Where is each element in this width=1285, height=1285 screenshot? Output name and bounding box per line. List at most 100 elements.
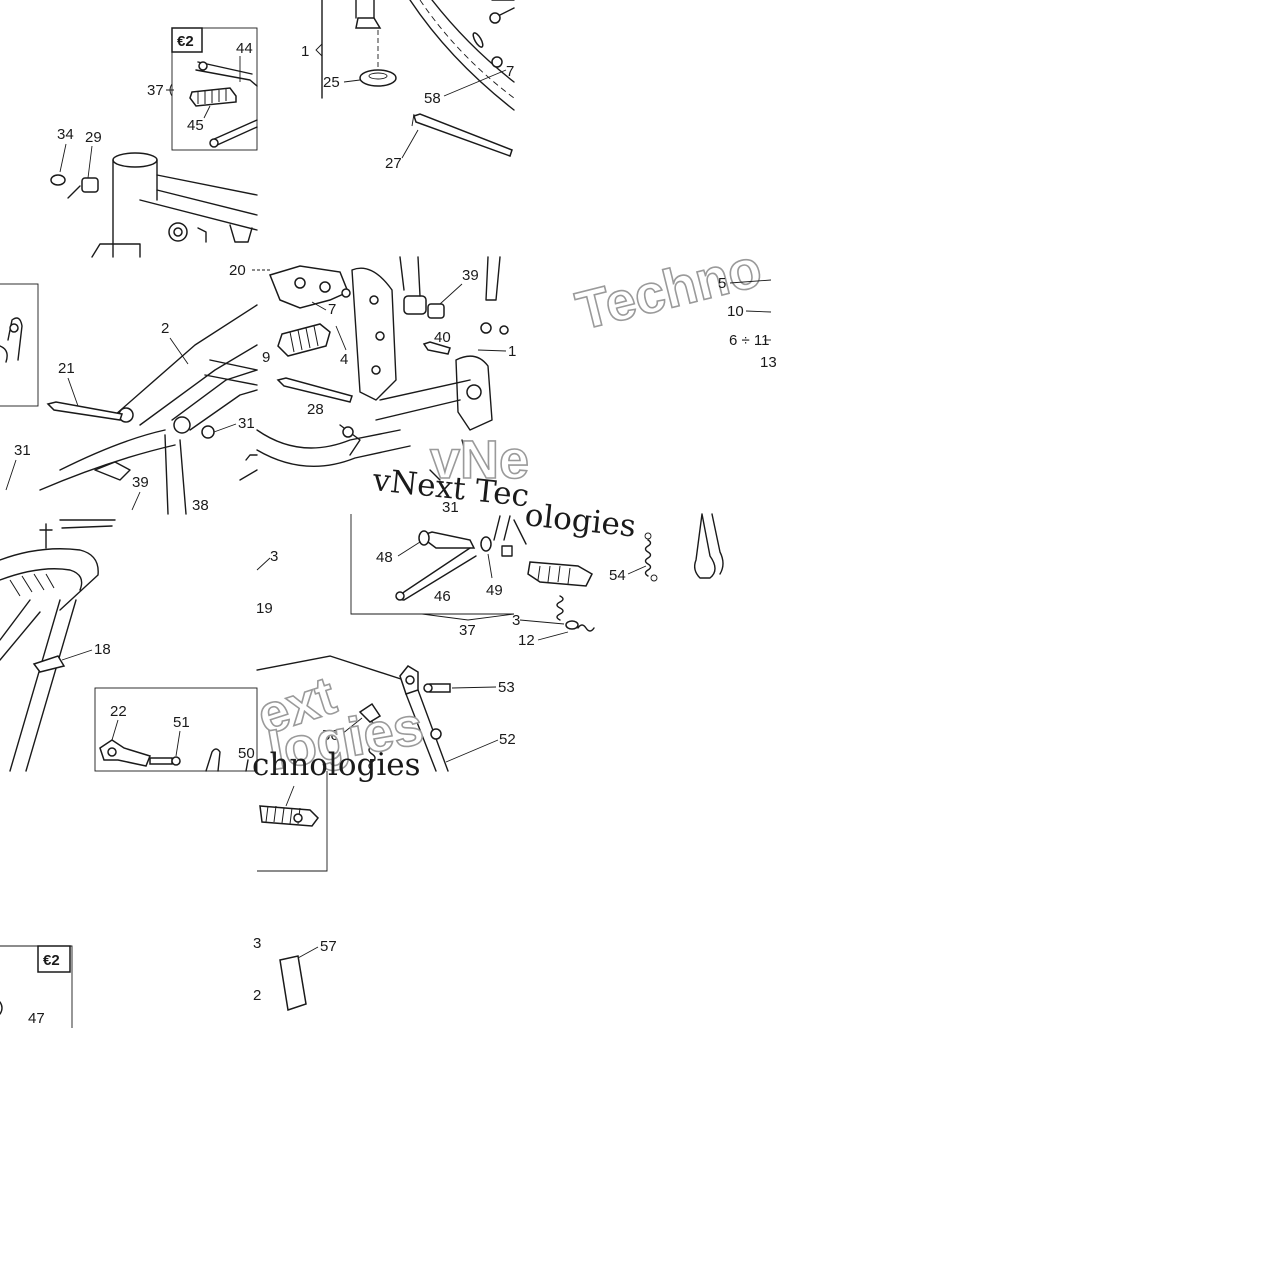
callout-7: 7 [506, 63, 514, 80]
callout-37-lower: 37 [459, 622, 476, 639]
bolt-53 [429, 683, 451, 693]
tile-bottom-center: chnologies 57 3 2 [252, 747, 421, 1011]
lower-cradle [256, 429, 411, 467]
tile-middle-right: Techno 5 10 6 ÷ 11 13 [570, 237, 777, 371]
pad-57 [279, 955, 307, 1011]
callout-39: 39 [132, 474, 149, 491]
footpeg-rubber [189, 87, 237, 107]
callout-21: 21 [58, 360, 75, 377]
callout-49: 49 [486, 582, 503, 599]
callout-1-center: 1 [508, 343, 516, 360]
stand-spring [368, 721, 376, 771]
pin-48 [418, 531, 476, 549]
tile-middle-left: 21 2 31 31 39 38 [0, 283, 258, 515]
callout-44: 44 [236, 40, 253, 57]
footpeg-9 [277, 323, 331, 357]
swingarm-pivot-plate [455, 355, 493, 431]
nut-31 [201, 425, 215, 439]
watermark-outline-vne: vNe [430, 430, 529, 490]
callout-4: 4 [340, 351, 348, 368]
steering-head-tube [112, 159, 158, 258]
engine-mount-plate [268, 265, 349, 309]
callout-31-center: 31 [442, 499, 459, 516]
callout-34: 34 [57, 126, 74, 143]
bracket-18 [32, 655, 66, 673]
callout-38: 38 [192, 497, 209, 514]
callout-19: 19 [256, 600, 273, 617]
callout-53: 53 [498, 679, 515, 696]
callout-25: 25 [323, 74, 340, 91]
frame-lower-cradle [39, 429, 176, 491]
side-stand-detail [0, 317, 23, 363]
return-spring-54 [644, 539, 652, 577]
callout-28: 28 [307, 401, 324, 418]
callout-47: 47 [28, 1010, 45, 1027]
callout-3-right: 3 [512, 612, 520, 629]
detail-box-bottom-left [0, 945, 73, 1028]
frame-subframe-tube [114, 304, 258, 426]
footpeg-bottom [259, 805, 319, 827]
tile-bottom-left: €2 47 [0, 945, 73, 1028]
cross-tube [375, 379, 471, 421]
long-bolt-27 [413, 113, 513, 157]
washer-3 [565, 620, 579, 630]
footrest-22 [99, 739, 151, 767]
callout-22: 22 [110, 703, 127, 720]
callout-2-bottom: 2 [253, 987, 261, 1004]
callout-45: 45 [187, 117, 204, 134]
callout-31: 31 [238, 415, 255, 432]
spring-plate-56 [358, 702, 382, 723]
callout-37: 37 [147, 82, 164, 99]
frame-rail-upper [409, 0, 515, 111]
tile-upper-middle: 1 25 7 58 27 [301, 0, 515, 172]
euro2-badge-bottom: €2 [43, 952, 60, 969]
rear-grab-rail [0, 548, 99, 611]
footrest-arm [211, 119, 258, 147]
euro2-badge-top: €2 [177, 33, 194, 50]
callout-50: 50 [238, 745, 255, 762]
callout-54: 54 [609, 567, 626, 584]
bolt-40 [422, 341, 451, 355]
side-stand-foot [693, 513, 716, 579]
callout-1: 1 [301, 43, 309, 60]
euro2-badge-frame-top [171, 27, 203, 53]
washer-49 [480, 536, 492, 552]
callout-39-center: 39 [462, 267, 479, 284]
callout-9: 9 [262, 349, 270, 366]
stand-link [256, 655, 405, 681]
long-bolt-28 [276, 377, 353, 403]
callout-58: 58 [424, 90, 441, 107]
watermark-serif-ologies: ologies [523, 497, 637, 544]
callout-6-11: 6 ÷ 11 [729, 332, 769, 349]
bolt-21 [46, 401, 123, 421]
callout-31-left: 31 [14, 442, 31, 459]
watermark-serif-b: chnologies [252, 747, 421, 783]
callout-3: 3 [270, 548, 278, 565]
callout-10: 10 [727, 303, 744, 320]
callout-5: 5 [718, 275, 726, 292]
detail-box-bottom [257, 771, 328, 872]
callout-51: 51 [173, 714, 190, 731]
callout-40: 40 [434, 329, 451, 346]
bolt-34 [50, 174, 66, 186]
callout-27: 27 [385, 155, 402, 172]
frame-top-tubes [139, 174, 258, 231]
callout-2: 2 [161, 320, 169, 337]
callout-3-bottom: 3 [253, 935, 261, 952]
detail-box-top [171, 27, 258, 151]
spring-right [556, 595, 564, 621]
side-plate [351, 267, 397, 401]
tile-upper-left: €2 44 37 45 34 29 [50, 27, 258, 258]
detail-box-37 [350, 514, 514, 615]
euro2-badge-frame-bottom [37, 945, 71, 973]
callout-7-center: 7 [328, 301, 336, 318]
callout-13: 13 [760, 354, 777, 371]
detail-box-lower-left [94, 687, 258, 772]
callout-56: 56 [322, 727, 339, 744]
rubber-mount-25 [359, 69, 397, 87]
callout-52: 52 [499, 731, 516, 748]
tile-center: 20 7 9 4 39 40 1 [229, 256, 531, 516]
rear-frame-tube [9, 599, 77, 772]
footrest-pivot [198, 61, 208, 71]
